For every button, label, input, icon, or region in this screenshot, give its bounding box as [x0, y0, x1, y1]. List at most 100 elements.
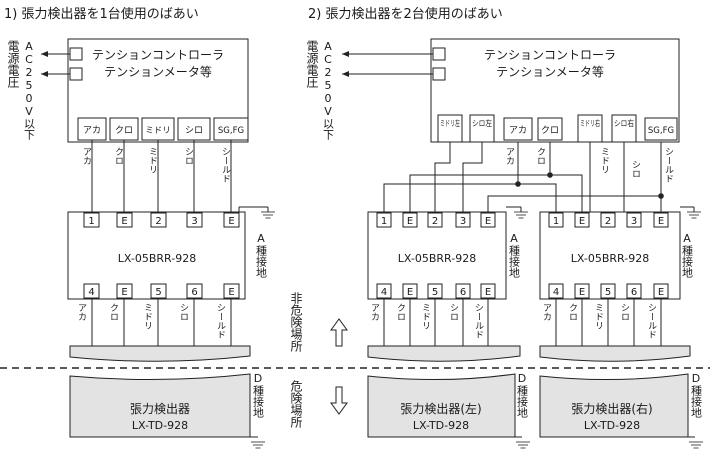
- rb-left-pin-6: 6: [460, 287, 466, 298]
- rb-right-lower-red: アカ: [541, 303, 551, 321]
- left-barrier-pin-e3: E: [121, 287, 127, 298]
- up-arrow-icon: [330, 318, 348, 347]
- left-barrier-pin-1: 1: [88, 216, 94, 227]
- right-detector-right-box: [539, 373, 689, 438]
- rb-left-pin-e4: E: [485, 287, 491, 298]
- rb-left-ground-d-label: D種接地: [516, 372, 529, 418]
- right-controller-title: テンションコントローラ: [484, 48, 616, 62]
- right-term-sgfg-label: SG,FG: [648, 126, 674, 136]
- left-controller-subtitle: テンションメータ等: [104, 65, 212, 79]
- rb-right-pin-e1: E: [579, 216, 585, 227]
- rb-right-pin-1: 1: [553, 216, 559, 227]
- rb-left-ground-label: A種接地: [508, 232, 521, 278]
- rb-right-lower-shield: シールド: [646, 303, 657, 339]
- right-term-green-right-label: ミドリ右: [580, 118, 600, 128]
- left-barrier-pin-e1: E: [121, 216, 127, 227]
- rb-right-pin-e3: E: [579, 287, 585, 298]
- right-barrier-right-model: LX-05BRR-928: [571, 252, 649, 265]
- left-supply-voltage: AC250V以下: [23, 40, 36, 141]
- left-barrier-model: LX-05BRR-928: [118, 252, 196, 265]
- rb-left-pin-e2: E: [485, 216, 491, 227]
- rb-right-pin-4: 4: [553, 287, 559, 298]
- right-wire-green-label: ミドリ: [599, 147, 609, 174]
- rb-left-pin-e1: E: [407, 216, 413, 227]
- left-term-sgfg-label: SG,FG: [218, 126, 244, 136]
- right-power-terminal-1: [432, 47, 446, 61]
- right-term-red-label: アカ: [509, 125, 527, 136]
- right-term-green-right: [577, 114, 603, 143]
- left-power-terminal-2: [69, 67, 83, 81]
- right-detector-right-model: LX-TD-928: [584, 419, 640, 432]
- left-wire-green-label: ミドリ: [147, 147, 157, 174]
- left-lower-red-label: アカ: [76, 303, 86, 321]
- left-barrier-pin-2: 2: [155, 216, 161, 227]
- right-power-terminal-2: [432, 67, 446, 81]
- right-supply-label: 電源電圧: [305, 40, 319, 89]
- left-lower-green-label: ミドリ: [142, 303, 152, 330]
- right-detector-right-name: 張力検出器(右): [571, 401, 652, 416]
- left-barrier-pin-6: 6: [191, 287, 197, 298]
- right-term-green-left: [437, 114, 463, 143]
- rb-left-pin-5: 5: [432, 287, 438, 298]
- left-detector-model: LX-TD-928: [132, 419, 188, 432]
- left-barrier-pin-5: 5: [155, 287, 161, 298]
- rb-right-lower-black: クロ: [567, 303, 577, 321]
- rb-left-lower-red: アカ: [369, 303, 379, 321]
- rb-right-cable-band: [539, 345, 691, 362]
- left-barrier-pin-e2: E: [228, 216, 234, 227]
- left-detector-name: 張力検出器: [130, 402, 190, 416]
- rb-left-lower-white: シロ: [448, 303, 458, 321]
- rb-left-cable-band: [367, 345, 521, 362]
- left-term-red-label: アカ: [83, 125, 101, 136]
- left-term-white-label: シロ: [185, 126, 203, 136]
- right-term-sgfg: [644, 117, 678, 141]
- rb-left-pin-4: 4: [381, 287, 387, 298]
- rb-right-pin-e2: E: [658, 216, 664, 227]
- left-ground-a-label: A種接地: [255, 232, 268, 278]
- rb-left-lower-shield: シールド: [473, 303, 484, 339]
- rb-left-pin-3: 3: [460, 216, 466, 227]
- rb-right-lower-green: ミドリ: [593, 303, 603, 330]
- left-barrier-pin-4: 4: [88, 287, 94, 298]
- right-supply-voltage: AC250V以下: [322, 40, 335, 141]
- left-cable-band: [69, 345, 251, 362]
- rb-left-lower-green: ミドリ: [420, 303, 430, 330]
- rb-right-pin-3: 3: [631, 216, 637, 227]
- down-arrow-icon: [330, 386, 348, 415]
- rb-right-lower-white: シロ: [619, 303, 629, 321]
- heading-two-detectors: 2) 張力検出器を2台使用のばあい: [308, 6, 503, 22]
- left-wire-white-label: シロ: [183, 147, 193, 165]
- left-wire-red-label: アカ: [81, 147, 91, 165]
- rb-right-pin-5: 5: [605, 287, 611, 298]
- left-wire-shield-label: シールド: [220, 147, 231, 183]
- heading-single-detector: 1) 張力検出器を1台使用のばあい: [4, 6, 199, 22]
- rb-right-pin-e4: E: [658, 287, 664, 298]
- left-barrier-pin-3: 3: [191, 216, 197, 227]
- right-term-green-left-label: ミドリ左: [440, 118, 460, 128]
- rb-right-pin-6: 6: [631, 287, 637, 298]
- safe-zone-label: 非危険場所: [289, 292, 303, 352]
- right-term-red: [503, 117, 533, 141]
- left-power-terminal-1: [69, 47, 83, 61]
- hazard-zone-label: 危険場所: [289, 380, 303, 428]
- rb-left-pin-2: 2: [432, 216, 438, 227]
- right-term-white-left-label: シロ左: [472, 118, 492, 128]
- left-controller-title: テンションコントローラ: [92, 48, 224, 62]
- left-wire-black-label: クロ: [113, 147, 123, 165]
- rb-left-pin-1: 1: [381, 216, 387, 227]
- left-supply-label: 電源電圧: [6, 40, 20, 89]
- right-detector-left-model: LX-TD-928: [413, 419, 469, 432]
- right-term-white-right-label: シロ右: [614, 118, 634, 128]
- left-ground-d-label: D種接地: [252, 372, 265, 418]
- right-term-black-label: クロ: [541, 125, 559, 136]
- left-term-green-label: ミドリ: [145, 126, 171, 136]
- left-lower-black-label: クロ: [108, 303, 118, 321]
- right-detector-left-name: 張力検出器(左): [400, 401, 481, 416]
- rb-left-pin-e3: E: [407, 287, 413, 298]
- right-wire-black-label: クロ: [535, 147, 545, 165]
- rb-right-pin-2: 2: [605, 216, 611, 227]
- rb-right-ground-label: A種接地: [681, 232, 694, 278]
- left-lower-white-label: シロ: [178, 303, 188, 321]
- left-term-black-label: クロ: [115, 125, 133, 136]
